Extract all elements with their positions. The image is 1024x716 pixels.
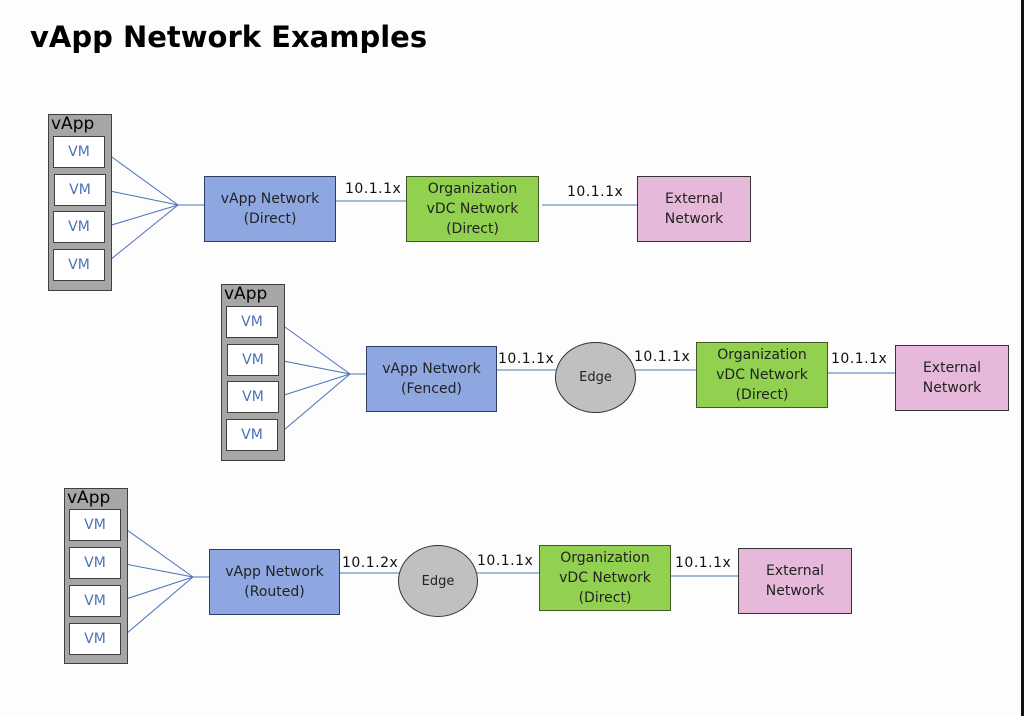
ip-label: 10.1.1x <box>498 351 555 367</box>
edge-gateway-node[interactable]: Edge <box>555 342 636 413</box>
vm-connector <box>277 321 351 375</box>
vm-node[interactable]: VM <box>53 249 105 281</box>
vm-node[interactable]: VM <box>69 547 121 579</box>
ip-label: 10.1.1x <box>567 184 624 200</box>
edge-gateway-node[interactable]: Edge <box>398 545 478 617</box>
vapp-container[interactable]: vApp VM VM VM VM <box>48 114 112 291</box>
vm-connectors-2 <box>277 321 895 436</box>
vm-node[interactable]: VM <box>54 174 106 206</box>
page-title: vApp Network Examples <box>30 20 428 54</box>
vapp-network-node[interactable]: vApp Network (Fenced) <box>366 346 497 412</box>
vm-node[interactable]: VM <box>226 419 278 451</box>
vm-connector <box>104 204 179 228</box>
ip-label: 10.1.1x <box>831 351 888 367</box>
vm-connector <box>104 189 179 206</box>
vm-node[interactable]: VM <box>69 509 121 541</box>
external-network-node[interactable]: External Network <box>895 345 1009 411</box>
page-border <box>1021 0 1024 716</box>
vm-connector <box>119 576 194 602</box>
external-network-node[interactable]: External Network <box>637 176 751 242</box>
vm-connector <box>104 151 179 206</box>
vapp-network-node[interactable]: vApp Network (Direct) <box>204 176 336 242</box>
vm-connectors-3 <box>119 524 738 640</box>
ip-label: 10.1.2x <box>342 555 399 571</box>
vm-node[interactable]: VM <box>226 306 278 338</box>
vm-connector <box>119 524 194 578</box>
ip-label: 10.1.1x <box>675 555 732 571</box>
vapp-label: vApp <box>67 488 111 508</box>
vm-node[interactable]: VM <box>69 585 121 617</box>
vapp-network-node[interactable]: vApp Network (Routed) <box>209 549 340 615</box>
vm-connector <box>119 576 194 640</box>
external-network-node[interactable]: External Network <box>738 548 852 614</box>
ip-label: 10.1.1x <box>345 181 402 197</box>
vm-node[interactable]: VM <box>69 623 121 655</box>
org-vdc-network-node[interactable]: Organization vDC Network (Direct) <box>406 176 539 242</box>
vm-node[interactable]: VM <box>53 211 105 243</box>
org-vdc-network-node[interactable]: Organization vDC Network (Direct) <box>539 545 671 611</box>
org-vdc-network-node[interactable]: Organization vDC Network (Direct) <box>696 342 828 408</box>
vm-connector <box>104 204 179 265</box>
vm-connector <box>277 359 351 375</box>
vm-node[interactable]: VM <box>227 344 279 376</box>
vapp-container[interactable]: vApp VM VM VM VM <box>64 488 128 664</box>
vm-node[interactable]: VM <box>227 381 279 413</box>
vm-connector <box>277 373 351 436</box>
vm-connector <box>277 373 351 398</box>
vm-connectors-1 <box>104 151 638 265</box>
vapp-container[interactable]: vApp VM VM VM VM <box>221 284 285 461</box>
vm-connector <box>119 562 194 578</box>
ip-label: 10.1.1x <box>477 553 534 569</box>
vapp-label: vApp <box>51 114 95 134</box>
ip-label: 10.1.1x <box>634 349 691 365</box>
vm-node[interactable]: VM <box>53 136 105 168</box>
vapp-label: vApp <box>224 284 268 304</box>
